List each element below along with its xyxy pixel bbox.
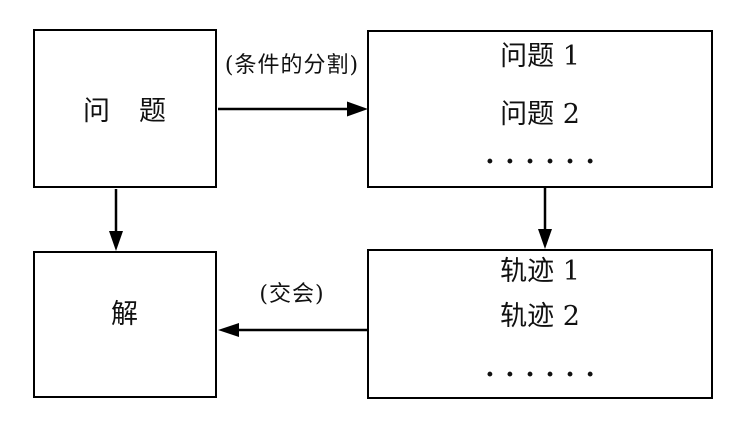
split-arrow-label: (条件的分割)	[224, 53, 360, 78]
arrow-problem-to-solution	[109, 189, 123, 251]
solution-box-text: 解	[111, 299, 139, 330]
intersect-arrow-label: (交会)	[259, 282, 325, 307]
arrow-problem-to-subproblems	[218, 101, 368, 117]
subproblems-box: 问题 1 问题 2 ······	[367, 30, 713, 188]
subproblem-line-2: 问题 2	[500, 99, 580, 130]
problem-box-label: 问 题	[35, 31, 215, 186]
loci-box: 轨迹 1 轨迹 2 ······	[367, 249, 713, 399]
arrow-loci-to-solution	[218, 323, 367, 337]
locus-line-1: 轨迹 1	[500, 256, 580, 287]
solution-box: 解	[33, 251, 217, 398]
locus-line-2: 轨迹 2	[500, 301, 580, 332]
subproblem-ellipsis: ······	[485, 147, 606, 177]
subproblem-line-1: 问题 1	[500, 41, 580, 72]
arrowhead-down-icon	[109, 231, 123, 251]
arrowhead-right-icon	[347, 101, 368, 117]
locus-ellipsis: ······	[485, 360, 606, 390]
arrowhead-down-icon	[538, 229, 552, 249]
problem-box: 问 题	[33, 29, 217, 188]
arrow-subproblems-to-loci	[538, 188, 552, 249]
problem-box-text: 问 题	[83, 96, 167, 127]
arrowhead-left-icon	[218, 323, 239, 337]
solution-box-label: 解	[35, 253, 215, 396]
